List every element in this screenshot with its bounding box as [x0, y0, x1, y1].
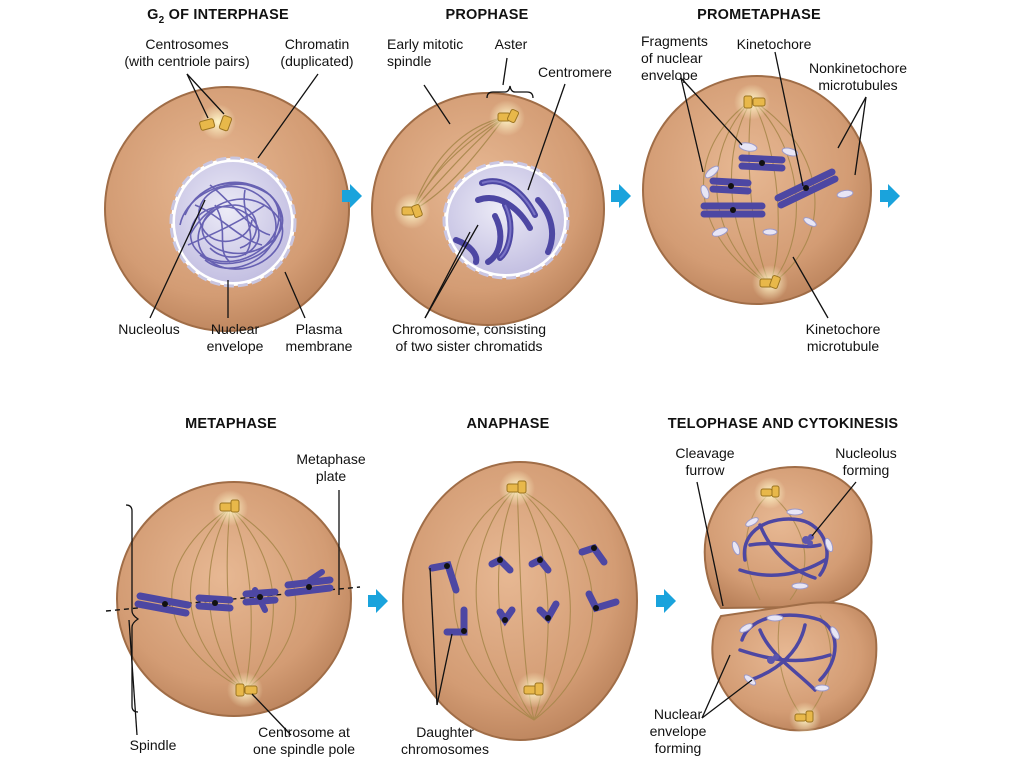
title-prophase: PROPHASE: [446, 7, 529, 23]
label-daughter-chromosomes: Daughter chromosomes: [401, 724, 489, 758]
label-kinetochore-microtubule: Kinetochore microtubule: [806, 321, 881, 355]
centrosome-icon: [734, 84, 770, 120]
label-centromere: Centromere: [538, 64, 612, 81]
cell-g2: [105, 74, 349, 331]
cell-telophase: [697, 467, 876, 734]
label-plasma-membrane: Plasma membrane: [286, 321, 353, 355]
arrow-right-icon: [656, 589, 676, 613]
title-metaphase: METAPHASE: [185, 416, 277, 432]
label-centrosome-pole: Centrosome at one spindle pole: [253, 724, 355, 758]
centrosome-icon: [499, 470, 535, 506]
label-metaphase-plate: Metaphase plate: [296, 451, 365, 485]
centrosome-icon: [212, 490, 248, 526]
title-anaphase: ANAPHASE: [467, 416, 550, 432]
label-nuclear-envelope: Nuclear envelope: [207, 321, 264, 355]
arrow-right-icon: [611, 184, 631, 208]
label-nucleolus: Nucleolus: [118, 321, 179, 338]
cell-metaphase: [106, 482, 360, 735]
centrosome-icon: [754, 477, 786, 509]
label-kinetochore: Kinetochore: [737, 36, 812, 53]
title-g2-interphase: G2 OF INTERPHASE: [147, 7, 289, 26]
centrosome-icon: [394, 193, 430, 229]
centrosome-icon: [752, 265, 788, 301]
label-chromosome: Chromosome, consisting of two sister chr…: [392, 321, 546, 355]
label-spindle: Spindle: [130, 737, 177, 754]
label-aster: Aster: [495, 36, 528, 53]
arrow-right-icon: [880, 184, 900, 208]
title-prometaphase: PROMETAPHASE: [697, 7, 821, 23]
centrosome-icon: [516, 672, 552, 708]
label-centrosomes: Centrosomes (with centriole pairs): [124, 36, 249, 70]
label-nuclear-envelope-forming: Nuclear envelope forming: [650, 706, 707, 757]
label-early-mitotic-spindle: Early mitotic spindle: [387, 36, 463, 70]
centrosome-icon: [227, 672, 263, 708]
centrosome-icon: [789, 702, 821, 734]
cell-anaphase: [403, 462, 637, 740]
label-fragments-nuclear-envelope: Fragments of nuclear envelope: [641, 33, 708, 84]
title-telophase: TELOPHASE AND CYTOKINESIS: [668, 416, 899, 432]
arrow-right-icon: [368, 589, 388, 613]
label-cleavage-furrow: Cleavage furrow: [675, 445, 734, 479]
label-nucleolus-forming: Nucleolus forming: [835, 445, 896, 479]
cell-prophase: [372, 58, 604, 325]
label-nonkinetochore-microtubules: Nonkinetochore microtubules: [809, 60, 907, 94]
aster-icon: [489, 100, 525, 136]
label-chromatin: Chromatin (duplicated): [280, 36, 353, 70]
